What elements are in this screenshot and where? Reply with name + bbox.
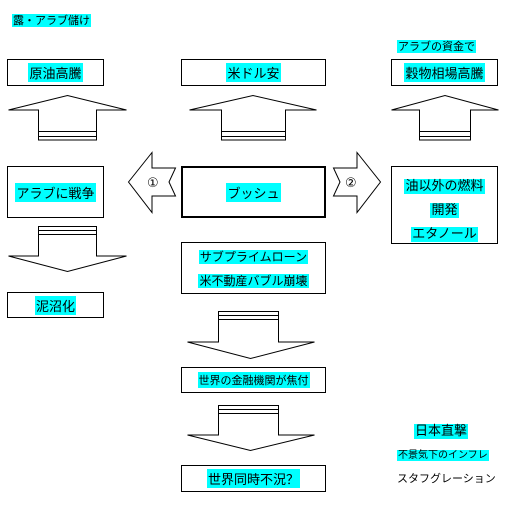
up-arrow-left <box>8 94 127 141</box>
down-arrow-left <box>8 226 127 273</box>
box-global-recession: 世界同時不況？ <box>181 465 326 492</box>
up-arrow-right <box>391 94 499 141</box>
box-crude-oil: 原油高騰 <box>7 59 104 86</box>
arrow-label-2: ② <box>345 176 357 191</box>
label-stagflation: スタフグレーション <box>397 472 496 485</box>
down-arrow-center-1 <box>187 311 315 360</box>
down-arrow-center-2 <box>187 405 315 452</box>
box-alternative-fuel: 油以外の燃料 開発 エタノール <box>391 166 498 244</box>
note-arab-funds: アラブの資金で <box>397 40 476 53</box>
box-weak-dollar: 米ドル安 <box>181 59 326 86</box>
note-russia-arab-profit: 露・アラブ儲け <box>12 14 91 27</box>
box-quagmire: 泥沼化 <box>7 292 104 318</box>
box-financial-institutions: 世界の金融機関が焦付 <box>181 367 326 393</box>
subprime-line-2: 米不動産バブル崩壊 <box>198 274 309 288</box>
arrow-label-1: ① <box>147 176 159 191</box>
left-arrow-1: ① <box>127 151 177 214</box>
box-arab-war: アラブに戦争 <box>7 166 104 218</box>
subprime-line-1: サブプライムローン <box>198 250 309 264</box>
box-subprime: サブプライムローン 米不動産バブル崩壊 <box>181 242 326 294</box>
box-grain-price: 穀物相場高騰 <box>391 59 498 86</box>
alt-fuel-line-1: 油以外の燃料 <box>404 179 485 194</box>
alt-fuel-line-2: 開発 <box>430 203 459 218</box>
up-arrow-center <box>189 94 317 141</box>
right-arrow-2: ② <box>332 151 382 214</box>
box-bush: ブッシュ <box>181 166 326 218</box>
alt-fuel-line-3: エタノール <box>411 227 478 242</box>
label-japan-hit: 日本直撃 <box>414 424 469 439</box>
label-stagflation-desc: 不景気下のインフレ <box>397 450 489 461</box>
